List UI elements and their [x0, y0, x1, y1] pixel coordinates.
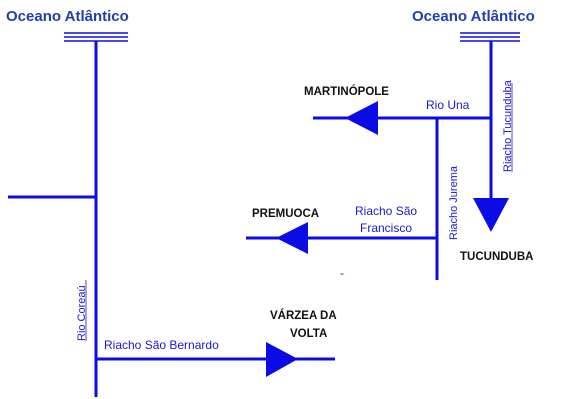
town-tucunduba: TUCUNDUBA [460, 251, 533, 263]
river-label-rio-una: Rio Una [426, 98, 470, 112]
town-premuoca: PREMUOCA [252, 208, 319, 220]
town-martinopole: MARTINÓPOLE [304, 85, 389, 98]
river-label-sao-francisco-2: Francisco [360, 221, 412, 235]
ocean-label-right: Oceano Atlântico [412, 8, 535, 25]
river-label-coreau: Rio Coreaú [76, 285, 88, 341]
town-varzea-line2: VOLTA [290, 328, 327, 340]
arrow-tucunduba [473, 198, 509, 232]
coast-mark-left [64, 32, 128, 42]
arrow-martinopole [345, 101, 378, 135]
ocean-label-left: Oceano Atlântico [6, 8, 129, 25]
river-label-tucunduba: Riacho Tucunduba [502, 79, 514, 172]
arrow-varzea [266, 342, 298, 377]
arrow-premuoca [276, 222, 308, 254]
river-label-sao-bernardo: Riacho São Bernardo [104, 338, 219, 352]
town-varzea-line1: VÁRZEA DA [270, 309, 337, 322]
coast-mark-right [460, 32, 520, 42]
stray-dash: - [340, 266, 344, 280]
river-label-sao-francisco-1: Riacho São [355, 204, 417, 218]
river-label-jurema: Riacho Jurema [448, 165, 460, 240]
